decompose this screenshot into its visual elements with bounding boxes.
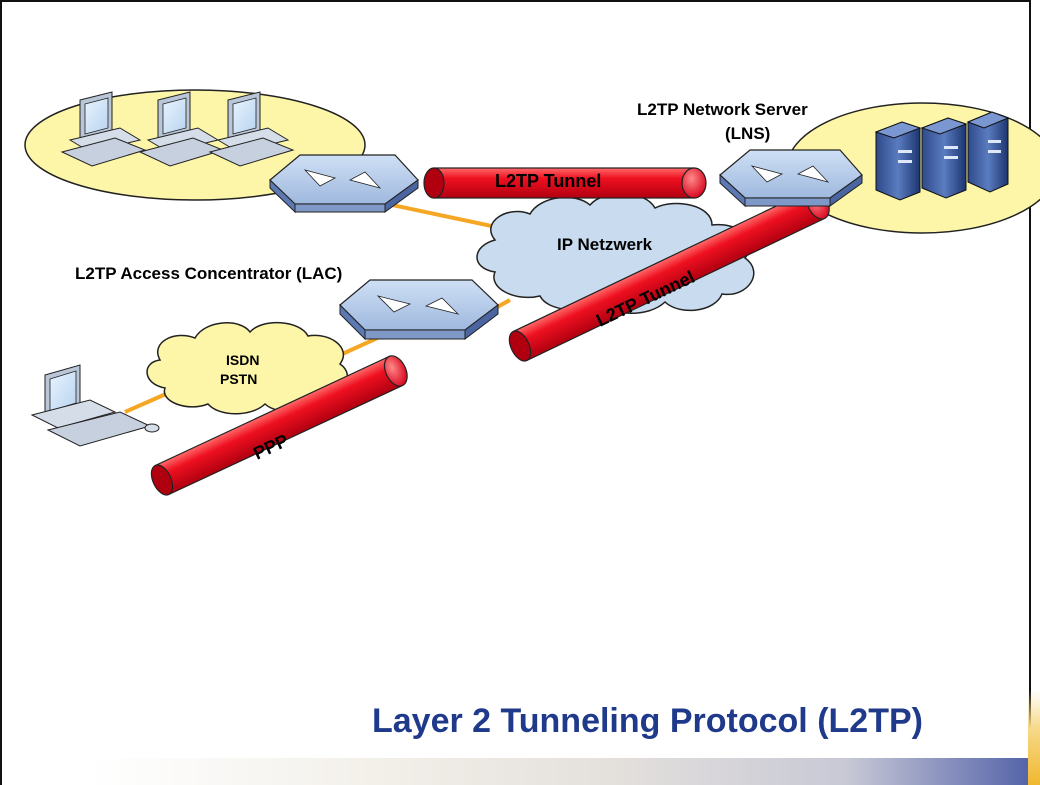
pstn-label: PSTN [220,371,258,387]
pc-1 [60,91,147,167]
tunnel-ppp [150,355,408,496]
lac-label: L2TP Access Concentrator (LAC) [75,264,343,283]
lns-label-line1: L2TP Network Server [637,100,808,119]
isdn-label: ISDN [226,352,260,368]
lns-label-line2: (LNS) [725,124,771,143]
router-lns [719,149,863,208]
tunnel-top-label: L2TP Tunnel [495,171,602,191]
tunnel-top [423,167,707,199]
router-lac [339,279,499,341]
router-left [269,154,419,214]
pc-3 [208,91,295,167]
server-group [874,111,1010,201]
pc-2 [138,91,225,167]
ip-network-label: IP Netzwerk [557,235,653,254]
footer-gradient-bar [90,758,1036,785]
footer-accent-edge [1028,690,1040,785]
slide-title: Layer 2 Tunneling Protocol (L2TP) [372,702,923,740]
pc-dialin [30,364,160,447]
tunnel-diagonal [508,188,830,362]
